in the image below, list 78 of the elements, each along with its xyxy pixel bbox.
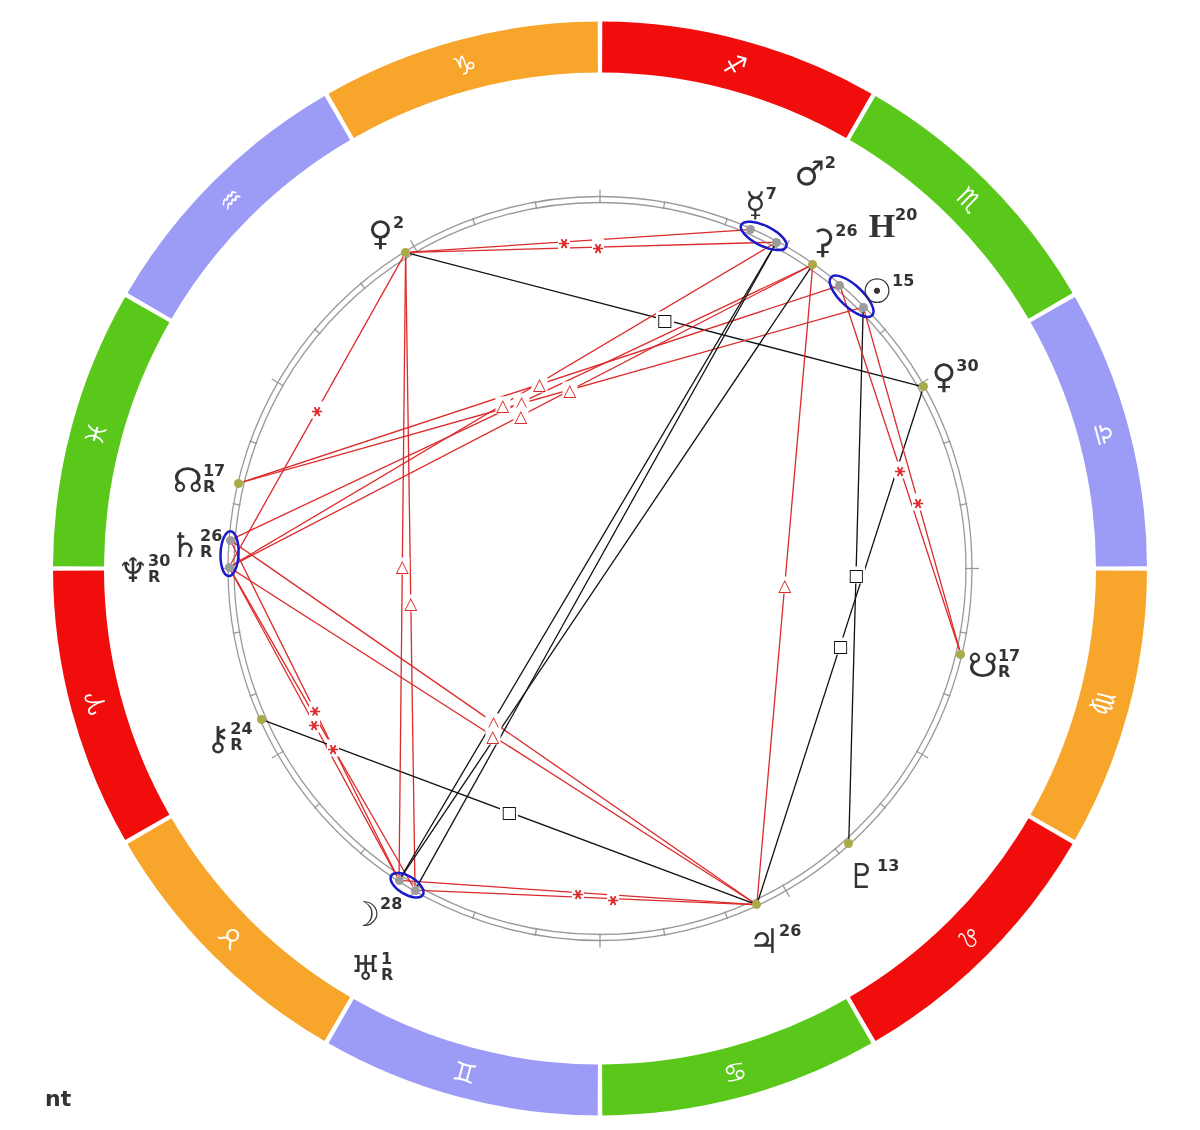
zodiac-sign: ♌ (951, 919, 987, 955)
zodiac-sign: ♓ (80, 418, 112, 449)
aspect-line (409, 241, 773, 254)
point-marker-icon (858, 302, 868, 312)
zodiac-segment (127, 95, 351, 319)
edge-label: △ (562, 381, 578, 399)
planet-label: ♃$^{26}$ (748, 922, 802, 958)
planet-label: ☿$^{7}$ (745, 185, 777, 221)
planet-label: ♇$^{13}$ (846, 857, 900, 893)
aspect-line (409, 253, 920, 387)
zodiac-sign: ♏ (951, 182, 987, 218)
zodiac-segment (328, 999, 598, 1116)
edge-label: ⚹ (911, 493, 924, 511)
point-marker-icon (919, 382, 929, 392)
edge-label: ⚹ (327, 739, 340, 757)
zodiac-sign: ♒ (213, 182, 249, 218)
zodiac-sign: ♊ (450, 1056, 480, 1088)
edge-label: □ (831, 637, 850, 655)
edge-label: △ (513, 407, 529, 425)
point-marker-icon (234, 478, 244, 488)
edge-label: △ (403, 594, 419, 612)
aspect-line (756, 268, 814, 901)
point-marker-icon (224, 562, 234, 572)
zodiac-sign: ♈ (80, 688, 112, 719)
zodiac-segment (849, 818, 1073, 1042)
corner-text: nt (45, 1088, 72, 1110)
aspect-line (264, 720, 754, 904)
edge-label: ⚹ (311, 401, 324, 419)
zodiac-sign: ♑ (450, 49, 480, 81)
planet-label: H$^{20}$ (868, 207, 918, 243)
point-marker-icon (835, 281, 845, 291)
point-marker-icon (956, 649, 966, 659)
zodiac-sign: ♐ (720, 49, 750, 81)
planet-label: ☉$^{15}$ (861, 272, 915, 308)
point-marker-icon (410, 885, 420, 895)
edge-label: △ (394, 557, 410, 575)
edge-label: △ (495, 396, 511, 414)
aspect-line (230, 255, 405, 564)
edge-label: ⚹ (592, 238, 605, 256)
zodiac-segment (127, 818, 351, 1042)
zodiac-segment (602, 21, 872, 138)
point-marker-icon (752, 900, 762, 910)
zodiac-segment (328, 21, 598, 138)
point-marker-icon (401, 248, 411, 257)
planet-label: ☽$^{28}$ (349, 895, 403, 931)
zodiac-sign: ♋ (720, 1056, 750, 1088)
zodiac-segment (1030, 296, 1147, 567)
planet-label: ♂$^{2}$ (794, 154, 836, 190)
aspect-line (405, 256, 416, 887)
edge-label: ⚹ (894, 461, 907, 479)
zodiac-segment (1030, 570, 1147, 841)
edge-label: ⚹ (607, 890, 620, 908)
zodiac-sign: ♎ (1088, 418, 1120, 449)
aspect-line (863, 310, 961, 651)
planet-label: ♀$^{2}$ (368, 214, 404, 250)
aspect-line (840, 289, 961, 651)
zodiac-sign: ♍ (1088, 688, 1120, 719)
point-marker-icon (225, 535, 235, 545)
point-marker-icon (256, 714, 266, 724)
zodiac-sign: ♉ (213, 919, 249, 955)
aspect-line (757, 390, 923, 902)
edge-label: □ (655, 311, 674, 329)
edge-label: △ (531, 375, 547, 393)
edge-label: ⚹ (308, 715, 320, 733)
point-marker-icon (746, 225, 756, 235)
planet-label: ♀$^{30}$ (931, 357, 979, 393)
edge-label: □ (846, 566, 865, 584)
aspect-line (409, 229, 748, 253)
zodiac-segment (602, 999, 872, 1116)
point-marker-icon (808, 260, 818, 270)
edge-label: △ (777, 576, 793, 594)
aspect-line (418, 889, 753, 906)
point-marker-icon (394, 875, 404, 885)
planet-label: ⚳$^{26}$ (810, 222, 858, 258)
aspect-line (848, 310, 864, 840)
edge-label: △ (485, 727, 501, 745)
point-marker-icon (771, 237, 781, 247)
point-marker-icon (844, 839, 854, 849)
